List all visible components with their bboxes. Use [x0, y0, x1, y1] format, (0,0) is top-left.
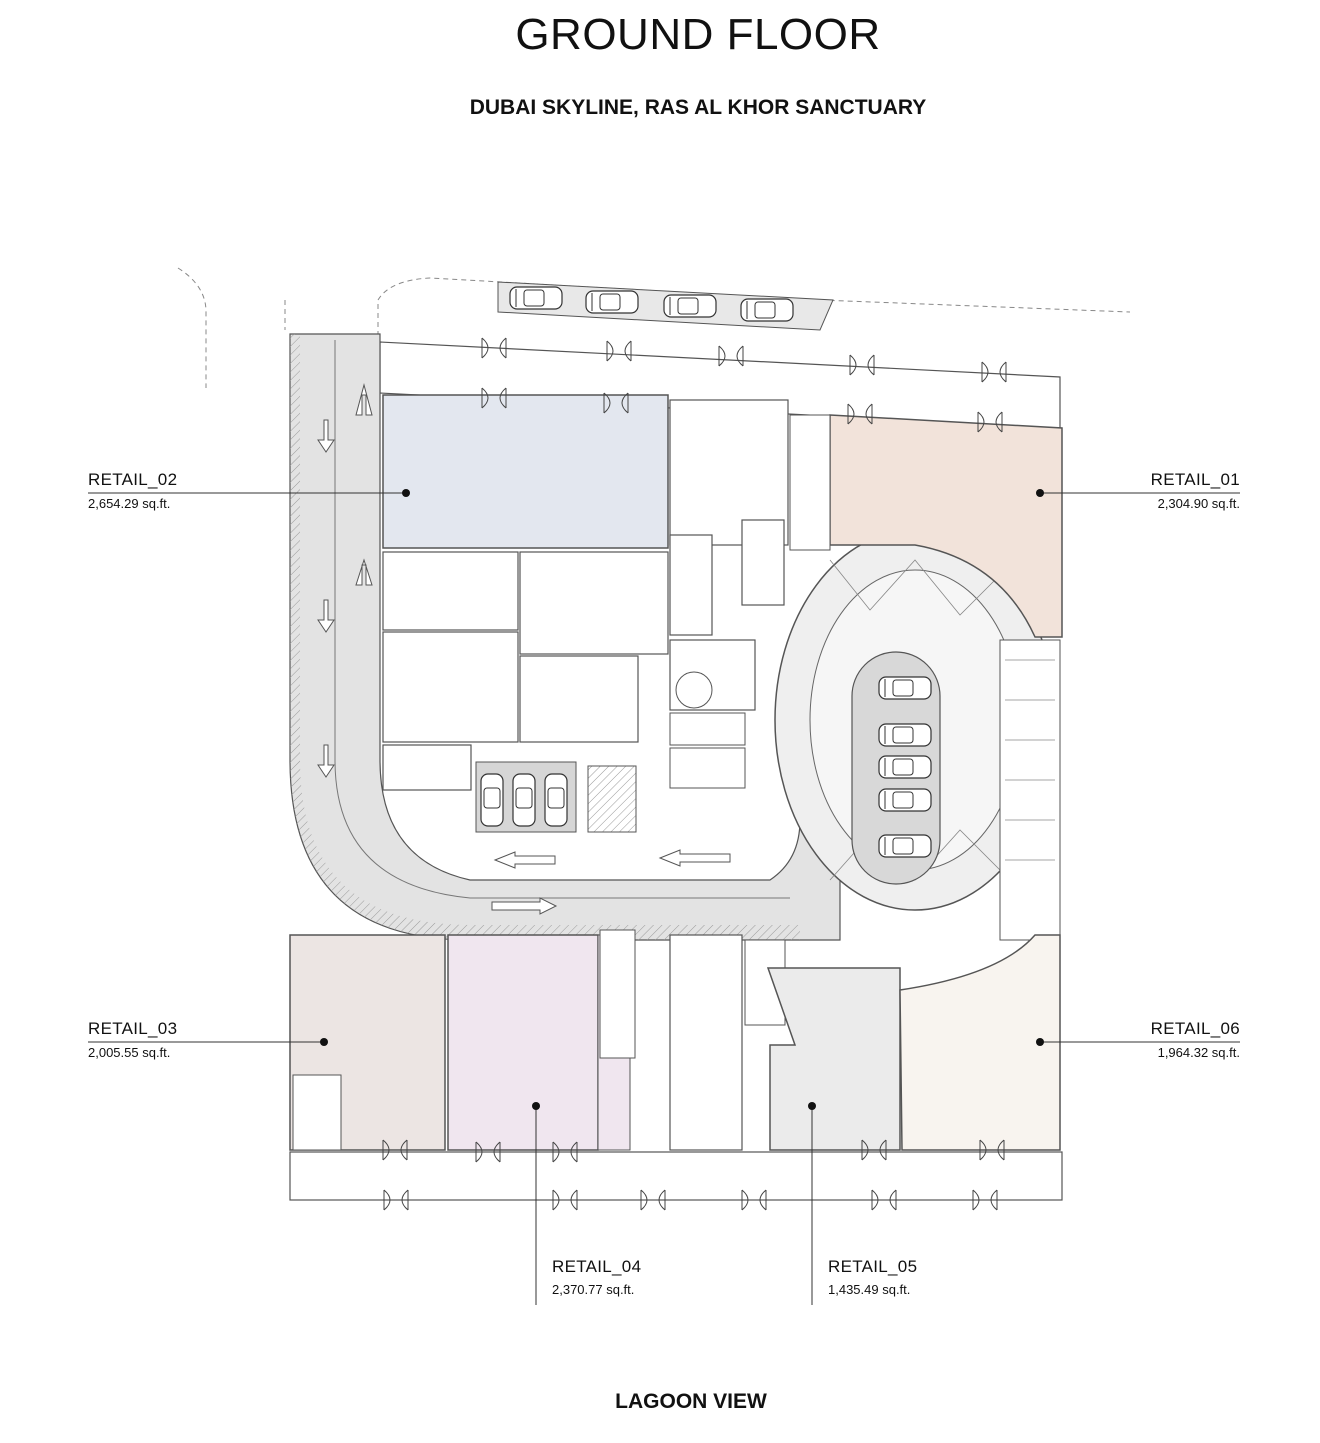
retail-02-area: 2,654.29 sq.ft.	[88, 496, 171, 511]
retail-01-label: RETAIL_01	[1150, 470, 1240, 489]
project-subtitle: DUBAI SKYLINE, RAS AL KHOR SANCTUARY	[469, 96, 927, 119]
retail-01-space	[829, 414, 1063, 638]
retail-05-label: RETAIL_05	[828, 1257, 918, 1276]
retail-03-label: RETAIL_03	[88, 1019, 178, 1038]
retail-01-marker	[1036, 489, 1044, 497]
retail-06-marker	[1036, 1038, 1044, 1046]
retail-02-marker	[402, 489, 410, 497]
page-title: GROUND FLOOR	[515, 10, 881, 59]
view-orientation-label: LAGOON VIEW	[615, 1390, 767, 1413]
retail-06-label: RETAIL_06	[1150, 1019, 1240, 1038]
retail-01-area: 2,304.90 sq.ft.	[1157, 496, 1240, 511]
retail-02-space	[382, 394, 669, 549]
retail-05-space	[766, 967, 901, 1151]
retail-03-area: 2,005.55 sq.ft.	[88, 1045, 171, 1060]
retail-04-marker	[532, 1102, 540, 1110]
retail-05-marker	[808, 1102, 816, 1110]
retail-02-label: RETAIL_02	[88, 470, 178, 489]
retail-06-area: 1,964.32 sq.ft.	[1157, 1045, 1240, 1060]
retail-04-area: 2,370.77 sq.ft.	[552, 1282, 635, 1297]
retail-04-label: RETAIL_04	[552, 1257, 642, 1276]
retail-06-space	[899, 934, 1061, 1151]
retail-05-area: 1,435.49 sq.ft.	[828, 1282, 911, 1297]
retail-03-marker	[320, 1038, 328, 1046]
retail-04-space	[447, 934, 599, 1151]
